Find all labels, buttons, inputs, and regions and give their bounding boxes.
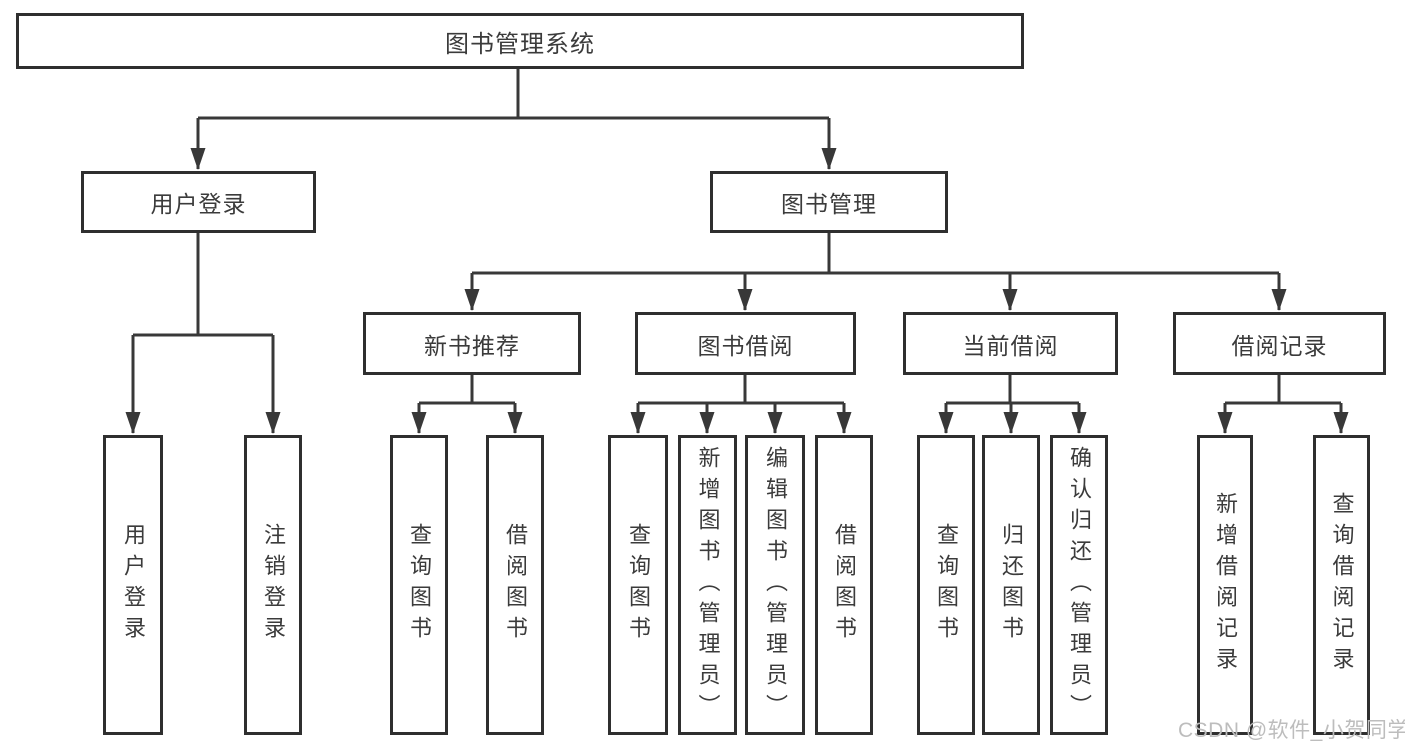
node-label: 当前借阅 <box>962 332 1059 359</box>
node-library-system: 图书管理系统 <box>16 13 1024 69</box>
node-label: 借阅图书 <box>503 523 528 647</box>
node-label: 查询借阅记录 <box>1329 492 1355 678</box>
node-label: 图书管理系统 <box>445 30 595 58</box>
node-label: 新书推荐 <box>424 332 520 359</box>
node-label: 新增图书（管理员） <box>695 445 721 725</box>
node-query-books-newbooks: 查询图书 <box>390 435 448 735</box>
node-add-book-admin: 新增图书（管理员） <box>678 435 737 735</box>
connector-borrowing-to-leaves <box>638 375 844 405</box>
node-book-borrowing: 图书借阅 <box>635 312 856 375</box>
node-label: 编辑图书（管理员） <box>763 445 788 725</box>
node-user-login: 用户登录 <box>81 171 316 233</box>
node-label: 借阅记录 <box>1231 332 1328 359</box>
node-label: 确认归还（管理员） <box>1067 445 1092 725</box>
node-label: 归还图书 <box>999 523 1024 647</box>
node-current-borrowing: 当前借阅 <box>903 312 1118 375</box>
node-confirm-return-admin: 确认归还（管理员） <box>1050 435 1108 735</box>
connector-current-to-leaves <box>946 375 1079 405</box>
node-label: 注销登录 <box>261 523 286 647</box>
node-new-book-recommendation: 新书推荐 <box>363 312 581 375</box>
connector-newbooks-to-leaves <box>419 375 515 405</box>
node-edit-book-admin: 编辑图书（管理员） <box>745 435 805 735</box>
node-label: 新增借阅记录 <box>1213 492 1238 678</box>
node-label: 用户登录 <box>121 523 146 647</box>
node-label: 查询图书 <box>407 523 432 647</box>
node-book-management: 图书管理 <box>710 171 948 233</box>
node-label: 借阅图书 <box>832 523 857 647</box>
node-label: 查询图书 <box>934 523 959 647</box>
connector-bookmgmt-to-level3 <box>472 233 1279 275</box>
node-label: 图书管理 <box>781 191 877 217</box>
node-query-books-borrowing: 查询图书 <box>608 435 668 735</box>
connector-records-to-leaves <box>1225 375 1341 405</box>
node-return-books: 归还图书 <box>982 435 1040 735</box>
connector-root-to-level2 <box>198 69 829 120</box>
node-logout-action: 注销登录 <box>244 435 302 735</box>
node-label: 查询图书 <box>626 523 651 647</box>
node-borrow-books-newbooks: 借阅图书 <box>486 435 544 735</box>
csdn-watermark: CSDN @软件_小贺同学 <box>1178 719 1405 742</box>
node-query-borrow-record: 查询借阅记录 <box>1313 435 1370 735</box>
connector-userlogin-to-leaves <box>133 233 273 337</box>
node-borrow-books-borrowing: 借阅图书 <box>815 435 873 735</box>
node-user-login-action: 用户登录 <box>103 435 163 735</box>
node-add-borrow-record: 新增借阅记录 <box>1197 435 1253 735</box>
node-label: 图书借阅 <box>697 332 794 359</box>
node-borrowing-records: 借阅记录 <box>1173 312 1386 375</box>
node-label: 用户登录 <box>150 191 247 217</box>
node-query-books-current: 查询图书 <box>917 435 975 735</box>
